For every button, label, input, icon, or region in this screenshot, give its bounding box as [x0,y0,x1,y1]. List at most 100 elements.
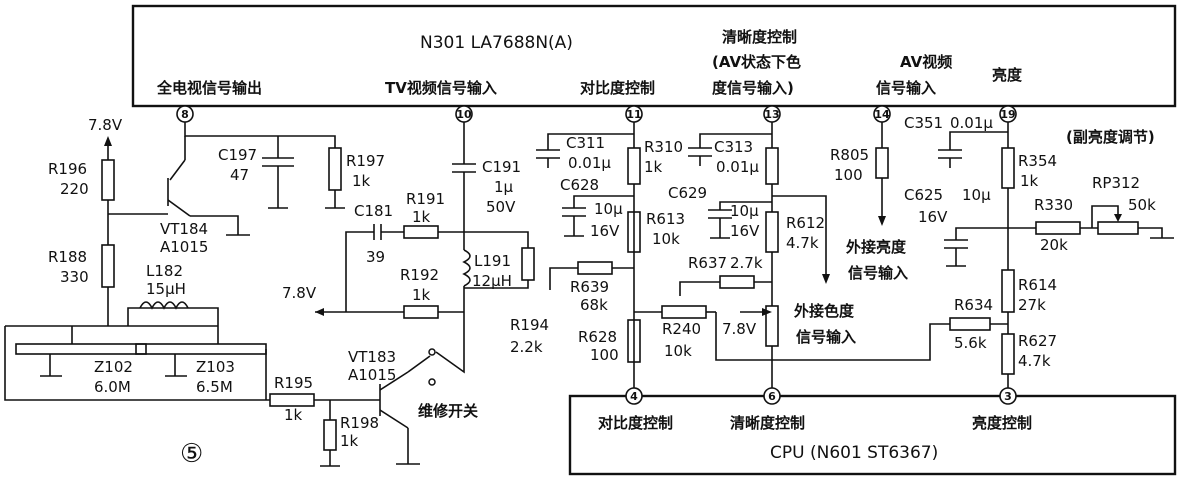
c628-ref: C628 [560,176,599,194]
r191-ref: R191 [406,190,445,208]
r194-ref: R194 [510,316,549,334]
pin4: 4 [625,387,643,405]
sharpness-wiring [679,122,830,388]
contrast-wiring [536,122,950,388]
r354-ref: R354 [1018,152,1057,170]
rp312-ref: RP312 [1092,174,1140,192]
l182-ref: L182 [146,262,183,280]
z102-ref: Z102 [94,358,133,376]
c351-val: 0.01μ [950,114,993,132]
r639-val: 68k [580,296,608,314]
c311-ref: C311 [566,134,605,152]
c191-ref: C191 [482,158,521,176]
component-labels: 7.8V 7.8V 7.8V R196 220 R188 330 VT184 A… [48,114,1156,450]
r628-val: 100 [590,346,619,364]
pin19-label: 亮度 [992,66,1023,84]
r627-ref: R627 [1018,332,1057,350]
r196-ref: R196 [48,160,87,178]
r627-val: 4.7k [1018,352,1051,370]
c181-ref: C181 [354,202,393,220]
pin8-label: 全电视信号输出 [156,79,262,97]
c629-val2: 16V [730,222,760,240]
r240-ref: R240 [662,320,701,338]
maintenance-switch-label: 维修开关 [418,402,478,420]
z103-val: 6.5M [196,378,233,396]
pin10-label: TV视频信号输入 [385,79,497,97]
vt184-ref: VT184 [160,220,208,238]
brightness-wiring [938,122,1174,388]
z103-ref: Z103 [196,358,235,376]
ic-top-box [131,4,1177,108]
svg-text:13: 13 [764,108,779,121]
r330-ref: R330 [1034,196,1073,214]
pin14: 14 [873,105,891,123]
svg-text:8: 8 [181,108,189,121]
r197-ref: R197 [346,152,385,170]
pin8: 8 [176,105,194,123]
c625-ref: C625 [904,186,943,204]
r198-val: 1k [340,432,359,450]
r188-ref: R188 [48,248,87,266]
svg-text:6: 6 [768,390,776,403]
r634-val: 5.6k [954,334,987,352]
pin11: 11 [625,105,643,123]
c313-val: 0.01μ [716,158,759,176]
svg-text:11: 11 [626,108,641,121]
pin6-label: 清晰度控制 [730,414,805,432]
r195-val: 1k [284,406,303,424]
l191-ref: L191 [474,252,511,270]
r310-ref: R310 [644,138,683,156]
pin4-label: 对比度控制 [598,414,673,432]
r191-val: 1k [412,208,431,226]
pin19: 19 [999,105,1017,123]
r195-ref: R195 [274,374,313,392]
r614-val: 27k [1018,296,1046,314]
c313-ref: C313 [714,138,753,156]
pin13-label-line2: (AV状态下色 [712,53,801,71]
c629-val1: 10μ [730,202,759,220]
ext-brightness-line2: 信号输入 [848,264,908,282]
ic-bottom-box [568,394,1177,476]
r614-ref: R614 [1018,276,1057,294]
r354-val: 1k [1020,172,1039,190]
pin14-label-line2: 信号输入 [876,79,936,97]
ext-color-line1: 外接色度 [793,302,855,320]
c191-val1: 1μ [494,178,514,196]
ext-brightness-line1: 外接亮度 [845,238,907,256]
vt184-val: A1015 [160,238,208,256]
pin13: 13 [763,105,781,123]
c311-val: 0.01μ [568,154,611,172]
c629-ref: C629 [668,184,707,202]
figure-number: ⑤ [180,439,203,469]
r196-val: 220 [60,180,89,198]
v78-label-a: 7.8V [88,116,123,134]
av-input-wiring [875,122,889,226]
l191-val: 12μH [472,272,512,290]
r188-val: 330 [60,268,89,286]
r192-ref: R192 [400,266,439,284]
r240-val: 10k [664,342,692,360]
c351-ref: C351 [904,114,943,132]
svg-text:10: 10 [456,108,472,121]
pin3: 3 [999,387,1017,405]
v78-label-c: 7.8V [722,320,757,338]
ic-bottom-title: CPU (N601 ST6367) [770,443,938,463]
pin13-label-line1: 清晰度控制 [722,28,797,46]
vt183-ref: VT183 [348,348,396,366]
r805-val: 100 [834,166,863,184]
r612-ref: R612 [786,214,825,232]
v78-label-b: 7.8V [282,284,317,302]
r805-ref: R805 [830,146,869,164]
ext-color-line2: 信号输入 [796,328,856,346]
r330-val: 20k [1040,236,1068,254]
pin13-label-line3: 度信号输入) [712,79,794,97]
c625-val1: 10μ [962,186,991,204]
pin11-label: 对比度控制 [580,79,655,97]
r198-ref: R198 [340,414,379,432]
pin6: 6 [763,387,781,405]
r197-val: 1k [352,172,371,190]
c628-val2: 16V [590,222,620,240]
svg-text:19: 19 [1000,108,1015,121]
r192-val: 1k [412,286,431,304]
